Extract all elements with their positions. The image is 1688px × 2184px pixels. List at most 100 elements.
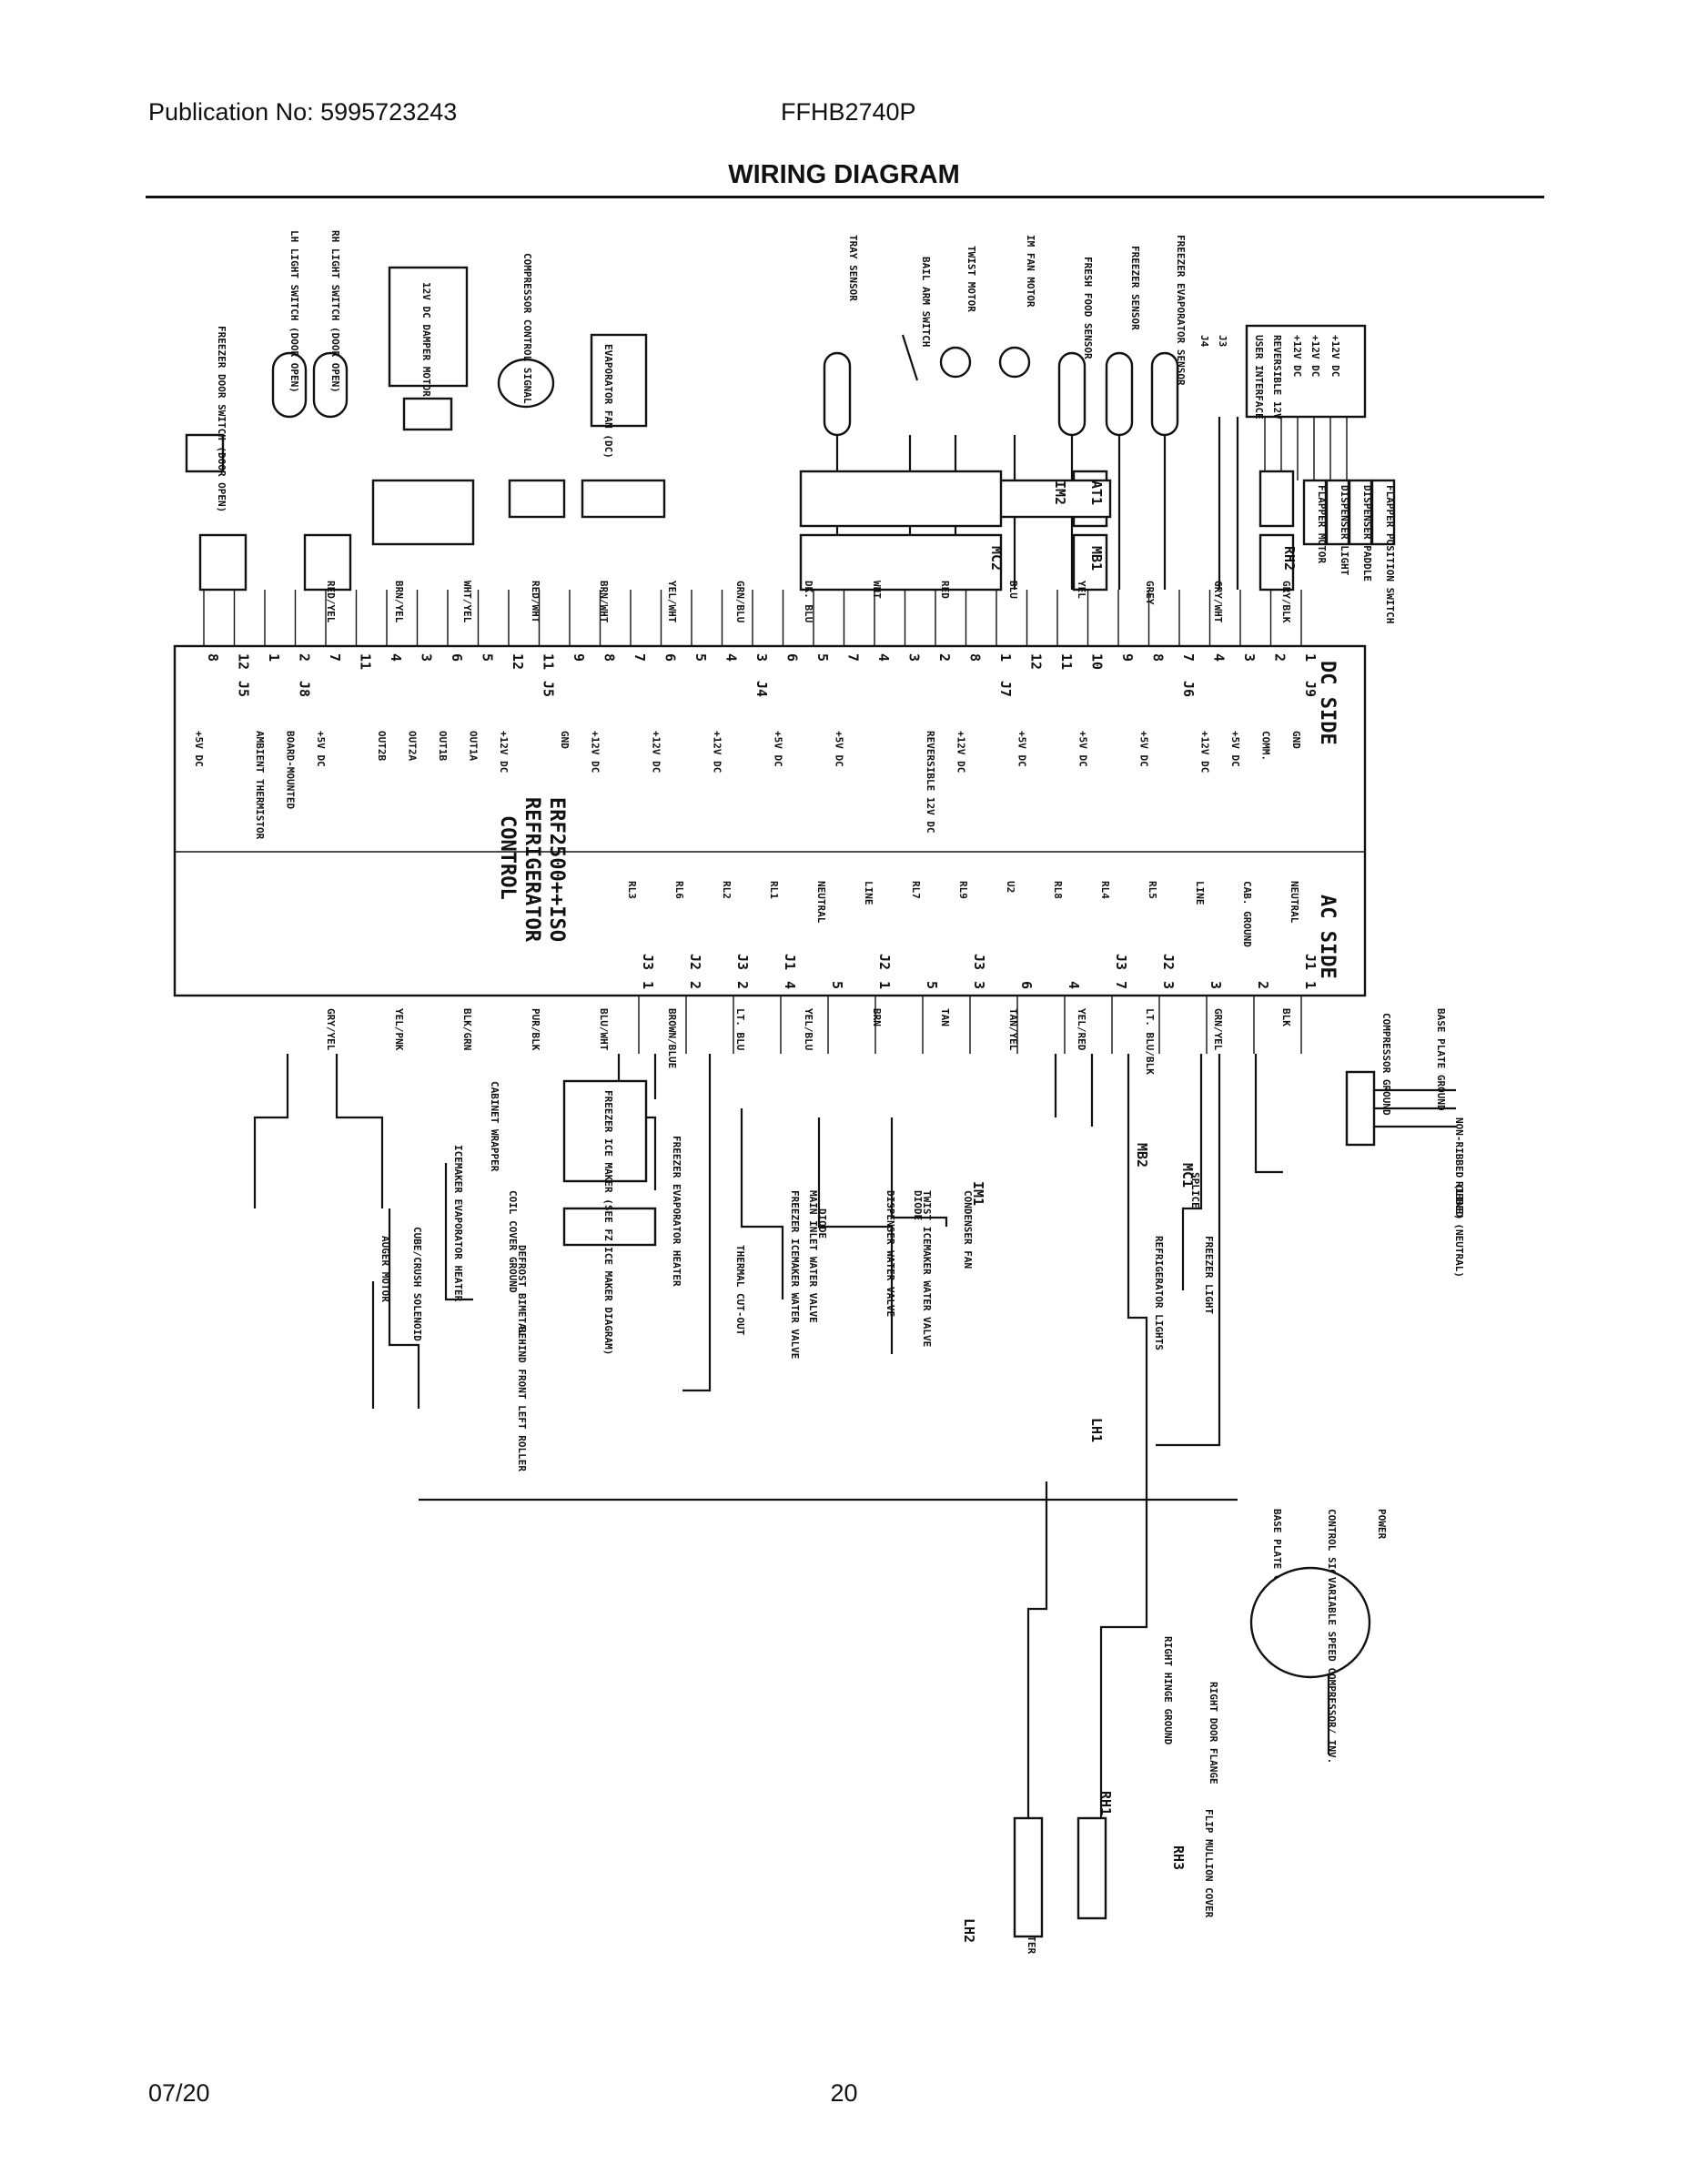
power-terminal-block <box>1345 1070 1376 1147</box>
connector-block <box>799 533 1003 592</box>
sensor-shapes <box>823 334 1179 590</box>
ac-connector-label: J1 <box>1302 954 1319 970</box>
hinge-label: RIGHT DOOR FLANGE <box>1208 1682 1219 1785</box>
lower-component-label: FREEZER LIGHT <box>1203 1236 1215 1314</box>
wire-color-label: BRN/WHT <box>598 581 610 623</box>
connector-block <box>1258 533 1295 592</box>
ac-pin-description: RL4 <box>1099 881 1111 899</box>
ac-connector-label: J3 <box>1113 954 1129 970</box>
dc-pin-number: 8 <box>967 653 984 662</box>
dc-pin-description: +5V DC <box>1077 731 1089 767</box>
wire-color-label: DK. BLU <box>803 581 814 623</box>
connector-label: LH1 <box>1088 1418 1105 1442</box>
sensor-label: FREEZER EVAPORATOR SENSOR <box>1175 235 1187 386</box>
dc-pin-number: 4 <box>1211 653 1228 662</box>
dc-connector-label: J4 <box>753 681 770 697</box>
flapper-part-box <box>1370 479 1396 546</box>
connector-label: IM2 <box>1052 480 1068 505</box>
user-interface-label: REVERSIBLE 12V <box>1271 335 1283 420</box>
ac-pin-number: 4 <box>1066 981 1082 989</box>
dc-pin-description: GND <box>1290 731 1302 749</box>
dc-pin-description: OUT1A <box>468 731 480 761</box>
sensor-probe <box>823 351 852 437</box>
control-name-3: CONTROL <box>496 815 519 900</box>
ac-pin-number: 5 <box>829 981 845 989</box>
ac-connector-label: J1 <box>782 954 798 970</box>
connector-label: RH1 <box>1097 1791 1114 1815</box>
lower-wires <box>253 1054 1330 1818</box>
power-label: BASE PLATE GROUND <box>1435 1008 1447 1111</box>
power-cord-wires <box>1374 1088 1456 1128</box>
user-interface-labels: USER INTERFACE REVERSIBLE 12V +12V DC +12V … <box>1198 335 1341 420</box>
ac-connector-label: J3 <box>734 954 751 970</box>
dc-pin-description: +5V DC <box>834 731 845 767</box>
lh-light-switch-label: LH LIGHT SWITCH (DOOR OPEN) <box>288 230 300 393</box>
dc-pin-number: 8 <box>205 653 221 662</box>
lower-component-label: ICEMAKER EVAPORATOR HEATER <box>452 1145 464 1302</box>
ac-pin-number: 1 <box>640 981 656 989</box>
dc-pin-number: 5 <box>692 653 709 662</box>
connector-label: MB2 <box>1134 1143 1150 1168</box>
evaporator-fan-box <box>590 333 648 428</box>
connector-block <box>799 470 1003 528</box>
sensor-label: FREEZER SENSOR <box>1129 246 1141 330</box>
dc-pin-number: 7 <box>845 653 862 662</box>
wire-color-label: GRY/BLK <box>1280 581 1292 623</box>
dc-pin-number: 7 <box>632 653 648 662</box>
sensor-probe <box>1057 351 1087 437</box>
dc-pin-description: OUT2A <box>407 731 419 761</box>
user-interface-label: +12V DC <box>1291 335 1303 377</box>
dc-pin-number: 12 <box>1028 653 1045 670</box>
lower-labels: FREEZER ICE MAKER (SEE FZ ICE MAKER DIAG… <box>325 581 1292 1471</box>
hinge-label: FLIP MULLION COVER <box>1203 1809 1215 1918</box>
ac-pin-number: 3 <box>971 981 987 989</box>
ac-pin-description: LINE <box>1194 881 1206 905</box>
rh-light-switch <box>312 351 349 419</box>
compressor-signal-plug <box>497 358 555 409</box>
dc-pin-number: 12 <box>236 653 252 670</box>
wire-color-label: GRN/YEL <box>1212 1008 1224 1051</box>
dc-pin-number: 12 <box>510 653 526 670</box>
dc-pin-number: 9 <box>1119 653 1136 662</box>
wire-color-label: TAN/YEL <box>1007 1008 1019 1051</box>
connector-block <box>1258 470 1295 528</box>
footer-page-number: 20 <box>830 2079 858 2107</box>
wire-color-label: WHT/YEL <box>461 581 473 623</box>
harness-wire <box>817 1117 894 1354</box>
wire-color-label: BROWN/BLUE <box>666 1008 678 1068</box>
freezer-ice-maker-box <box>562 1079 648 1183</box>
ac-pin-number: 7 <box>1113 981 1129 989</box>
dc-pin-description: COMM. <box>1260 731 1272 761</box>
connector-label: AT1 <box>1088 480 1105 505</box>
user-interface-label: J4 <box>1198 335 1210 348</box>
harness-wire <box>740 1108 784 1299</box>
wire-color-label: BRN/YEL <box>393 581 405 623</box>
dc-pin-description: +5V DC <box>1016 731 1028 767</box>
dc-connector-label: J6 <box>1180 681 1197 697</box>
wire-color-label: WHT <box>871 581 883 599</box>
wire-color-label: YEL/BLU <box>803 1008 814 1051</box>
user-interface-label: USER INTERFACE <box>1253 335 1265 420</box>
dc-pin-number: 11 <box>541 653 557 670</box>
flapper-bump-heater-box <box>1013 1816 1044 1938</box>
sensor-label: TRAY SENSOR <box>847 235 859 301</box>
publication-number: Publication No: 5995723243 <box>148 98 458 126</box>
wire-color-label: YEL <box>1076 581 1087 599</box>
lower-component-label: MAIN INLET WATER VALVE <box>807 1190 819 1323</box>
harness-wire <box>1181 1054 1203 1290</box>
dc-pin-number: 1 <box>266 653 282 662</box>
dc-pin-description: +12V DC <box>498 731 510 773</box>
connector-label: MC1 <box>1179 1163 1196 1188</box>
ac-pin-description: RL6 <box>673 881 685 899</box>
dc-pin-number: 11 <box>1058 653 1075 670</box>
dc-pin-description: +12V DC <box>955 731 967 773</box>
dc-pin-number: 4 <box>723 653 740 662</box>
user-interface-label: +12V DC <box>1309 335 1321 377</box>
page-title: WIRING DIAGRAM <box>728 160 960 189</box>
lower-component-label: AUGER MOTOR <box>379 1236 391 1302</box>
user-interface-label: +12V DC <box>1329 335 1341 377</box>
lh-light-switch <box>271 351 308 419</box>
connector-block <box>581 479 666 519</box>
connector-label: RH2 <box>1281 546 1298 571</box>
